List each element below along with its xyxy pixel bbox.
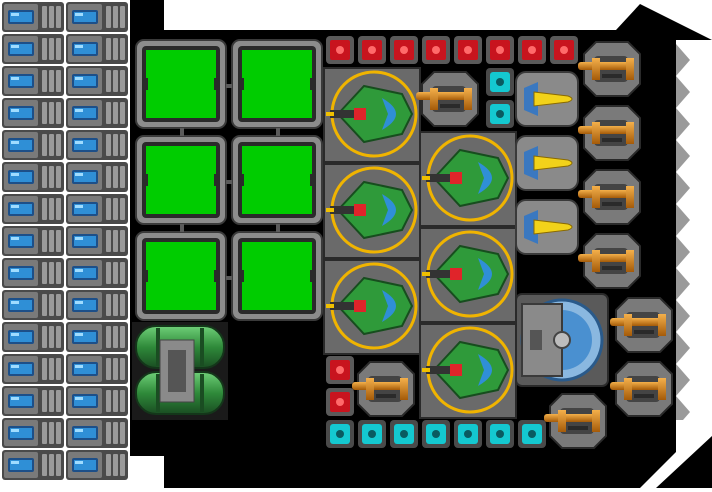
cyan-block	[486, 68, 514, 96]
cargo-bay	[135, 39, 227, 129]
battery-cell	[66, 386, 128, 416]
battery-cell	[2, 66, 64, 96]
red-block	[390, 36, 418, 64]
red-blocks	[326, 36, 578, 416]
weapon-turret	[323, 259, 421, 355]
battery-cell	[2, 130, 64, 160]
battery-cell	[66, 322, 128, 352]
cargo-bay	[135, 135, 227, 225]
battery-cell	[66, 226, 128, 256]
bay-connector	[226, 180, 232, 184]
orange-gun	[578, 105, 641, 161]
cyan-block	[390, 420, 418, 448]
battery-cell	[66, 162, 128, 192]
battery-cell	[66, 194, 128, 224]
battery-cell	[2, 34, 64, 64]
cyan-block	[518, 420, 546, 448]
hull-serration	[640, 40, 712, 488]
battery-cell	[2, 258, 64, 288]
orange-gun	[352, 361, 415, 417]
battery-cell	[66, 290, 128, 320]
bay-connector	[226, 84, 232, 88]
cyan-blocks	[326, 68, 546, 448]
battery-cell	[2, 354, 64, 384]
cyan-block	[486, 100, 514, 128]
battery-cell	[66, 34, 128, 64]
battery-cell	[2, 98, 64, 128]
bay-connector	[180, 224, 184, 232]
battery-cell	[2, 194, 64, 224]
battery-cell	[66, 66, 128, 96]
orange-guns	[352, 41, 673, 449]
red-block	[326, 356, 354, 384]
cargo-bay	[231, 135, 323, 225]
battery-bank	[2, 2, 128, 480]
shield-generator	[515, 293, 609, 387]
battery-cell	[2, 322, 64, 352]
orange-gun	[544, 393, 607, 449]
cyan-block	[422, 420, 450, 448]
missile-launcher	[515, 71, 579, 127]
battery-cell	[2, 2, 64, 32]
bay-connector	[276, 128, 280, 136]
red-block	[454, 36, 482, 64]
weapon-turret	[419, 323, 517, 419]
weapon-turret	[323, 67, 421, 163]
weapon-turrets	[323, 67, 517, 419]
cyan-block	[454, 420, 482, 448]
battery-cell	[66, 450, 128, 480]
orange-gun	[578, 41, 641, 97]
battery-cell	[2, 162, 64, 192]
cargo-bay	[231, 39, 323, 129]
cyan-block	[486, 420, 514, 448]
cargo-bay	[231, 231, 323, 321]
orange-gun	[578, 233, 641, 289]
orange-gun	[416, 71, 479, 127]
bay-connector	[276, 224, 280, 232]
red-block	[358, 36, 386, 64]
weapon-turret	[419, 131, 517, 227]
battery-cell	[2, 290, 64, 320]
red-block	[518, 36, 546, 64]
battery-cell	[66, 258, 128, 288]
cyan-block	[326, 420, 354, 448]
battery-cell	[66, 418, 128, 448]
battery-cell	[2, 386, 64, 416]
battery-cell	[66, 98, 128, 128]
battery-cell	[66, 354, 128, 384]
red-block	[422, 36, 450, 64]
red-block	[550, 36, 578, 64]
missile-launcher	[515, 199, 579, 255]
battery-cell	[2, 450, 64, 480]
orange-gun	[610, 297, 673, 353]
missile-launcher	[515, 135, 579, 191]
red-block	[326, 388, 354, 416]
weapon-turret	[419, 227, 517, 323]
red-block	[486, 36, 514, 64]
battery-cell	[66, 130, 128, 160]
cargo-bay	[135, 231, 227, 321]
bay-connector	[180, 128, 184, 136]
orange-gun	[610, 361, 673, 417]
cyan-block	[358, 420, 386, 448]
battery-cell	[2, 226, 64, 256]
fuel-tank	[132, 322, 228, 420]
weapon-turret	[323, 163, 421, 259]
red-block	[326, 36, 354, 64]
battery-cell	[66, 2, 128, 32]
missile-launchers	[515, 71, 579, 255]
battery-cell	[2, 418, 64, 448]
bay-connector	[226, 276, 232, 280]
orange-gun	[578, 169, 641, 225]
